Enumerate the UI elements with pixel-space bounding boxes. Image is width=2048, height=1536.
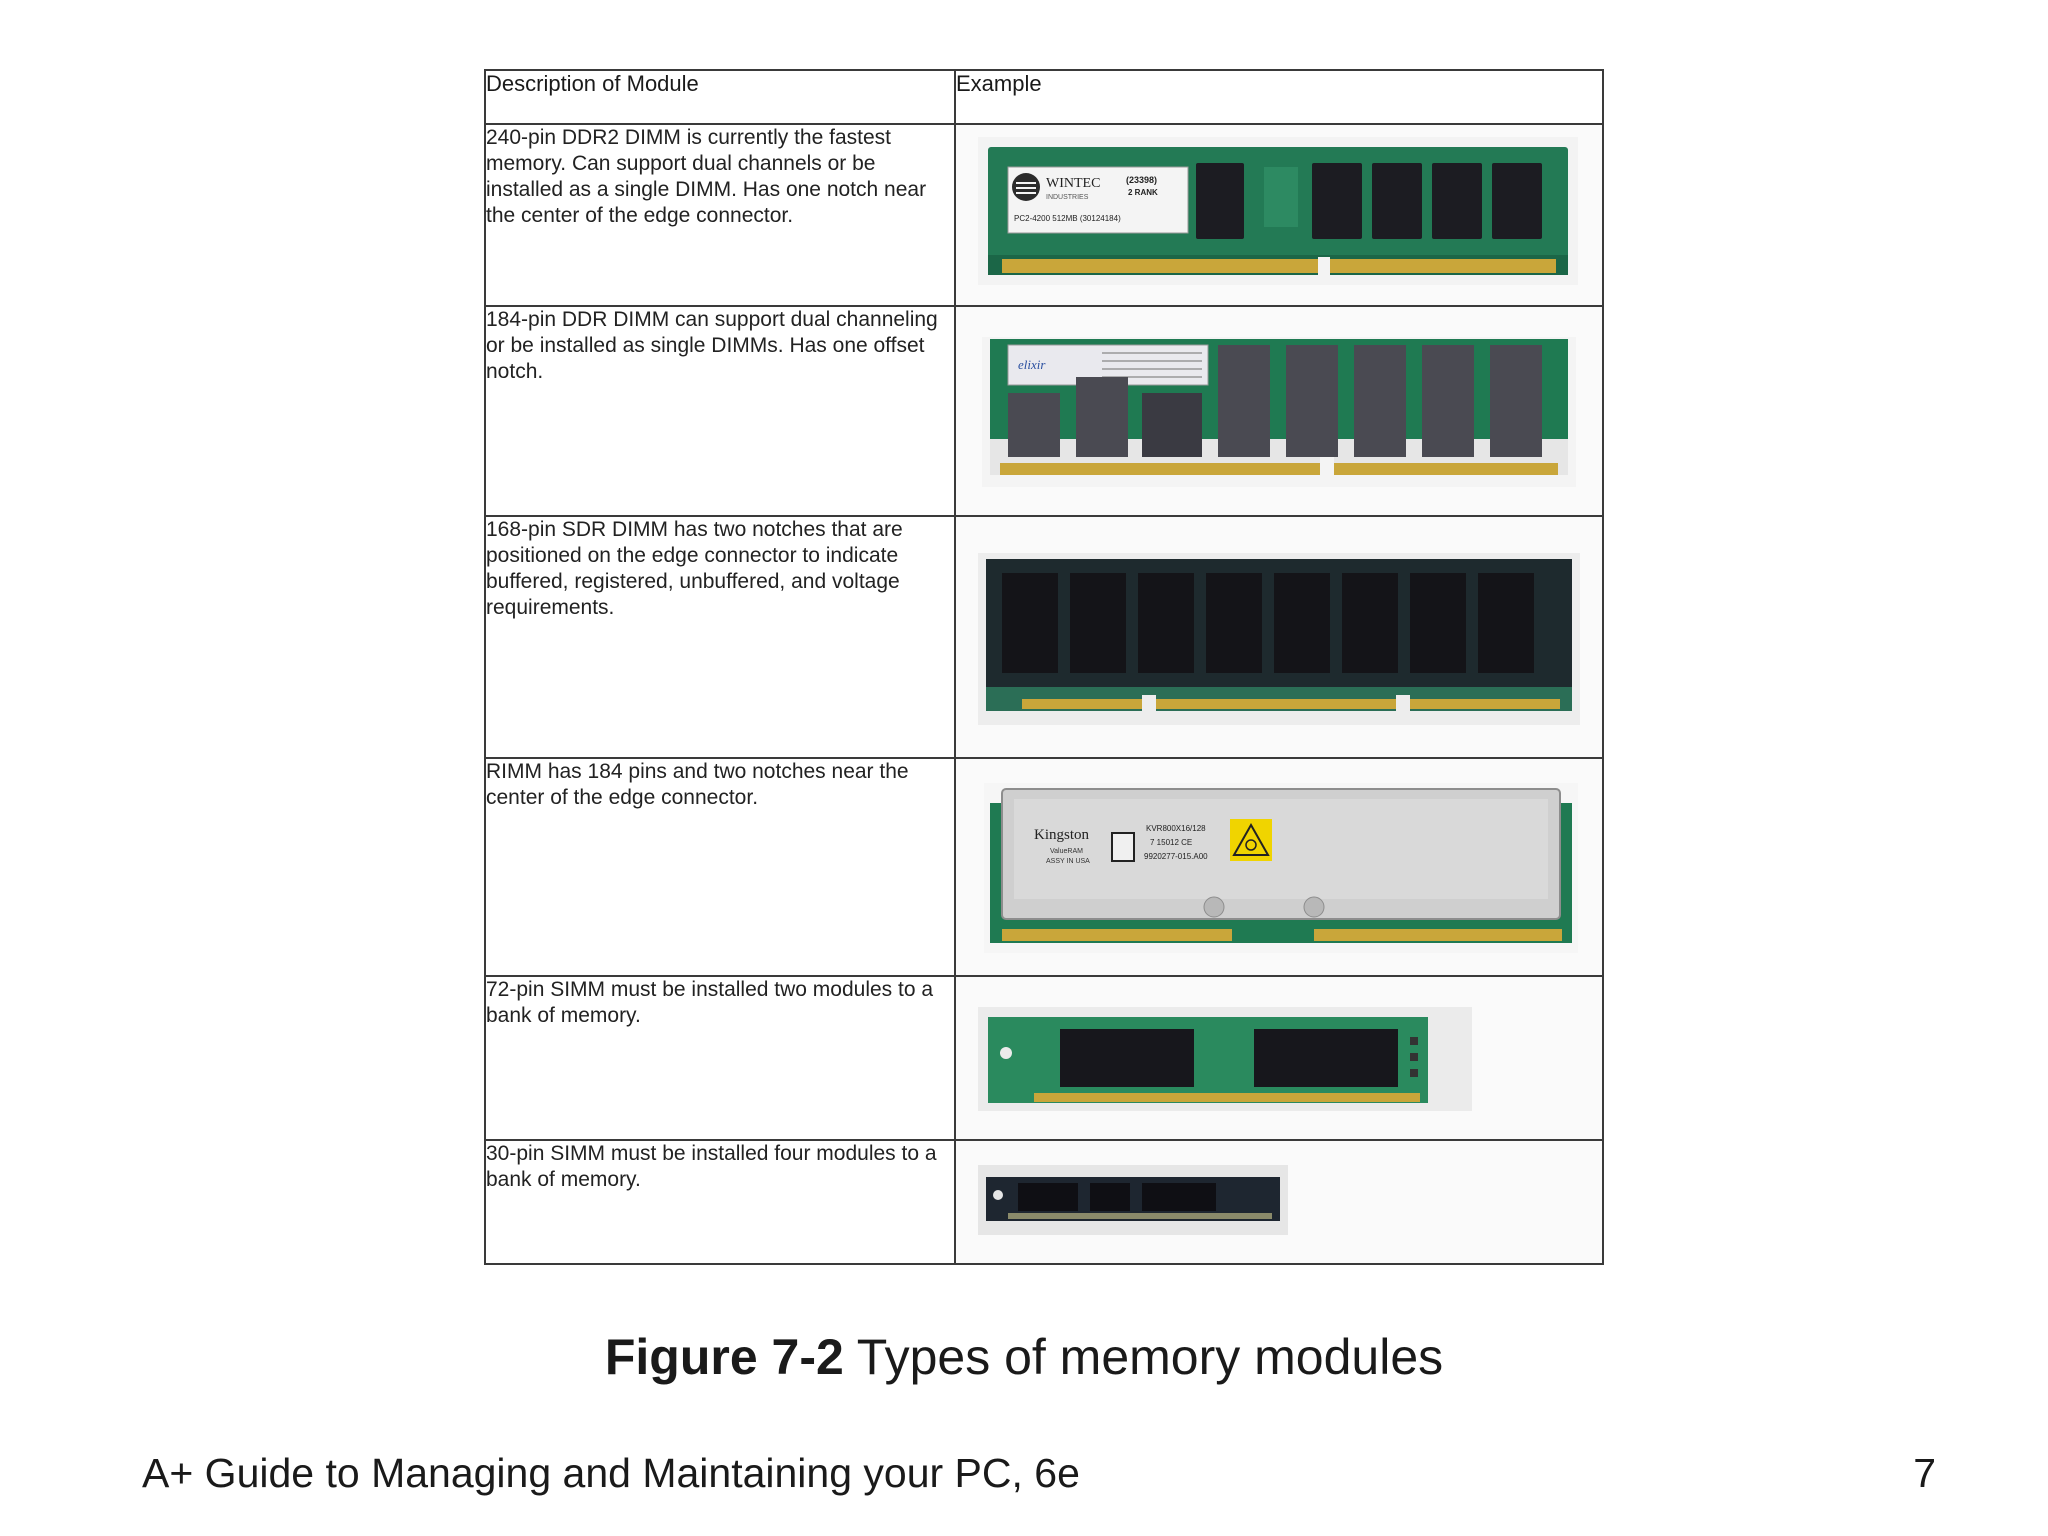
figure-title: Types of memory modules <box>843 1329 1444 1385</box>
table-row: RIMM has 184 pins and two notches near t… <box>484 757 1604 977</box>
ddr-dimm-image: elixir <box>982 337 1576 487</box>
rimm-label-part: KVR800X16/128 <box>1146 824 1206 833</box>
memory-module-table: Description of Module Example 240-pin DD… <box>484 69 1604 1265</box>
figure-number: Figure 7-2 <box>604 1329 844 1385</box>
module-example-cell: WINTEC INDUSTRIES (23398) 2 RANK PC2-420… <box>954 123 1604 307</box>
table-row: 72-pin SIMM must be installed two module… <box>484 975 1604 1141</box>
module-description: RIMM has 184 pins and two notches near t… <box>484 757 956 977</box>
simm30-image <box>978 1165 1288 1235</box>
module-example-cell: elixir <box>954 305 1604 517</box>
header-description: Description of Module <box>484 69 956 125</box>
ddr2-label-part: PC2-4200 512MB (30124184) <box>1014 214 1121 223</box>
table-row: 240-pin DDR2 DIMM is currently the faste… <box>484 123 1604 307</box>
module-description: 30-pin SIMM must be installed four modul… <box>484 1139 956 1265</box>
sdr-dimm-image <box>978 553 1580 725</box>
rimm-label-sub2: ASSY IN USA <box>1046 858 1090 865</box>
table-header-row: Description of Module Example <box>484 69 1604 125</box>
table-row: 168-pin SDR DIMM has two notches that ar… <box>484 515 1604 759</box>
module-example-cell <box>954 515 1604 759</box>
footer-book-title: A+ Guide to Managing and Maintaining you… <box>142 1450 1080 1496</box>
footer-page-number: 7 <box>1913 1450 1936 1496</box>
figure-caption: Figure 7-2 Types of memory modules <box>0 1328 2048 1386</box>
ddr2-label-brand: WINTEC <box>1046 176 1100 191</box>
rimm-label-sub1: ValueRAM <box>1050 848 1083 855</box>
rimm-image: Kingston ValueRAM ASSY IN USA KVR800X16/… <box>984 783 1578 953</box>
rimm-label-assy: 9920277-015.A00 <box>1144 852 1208 861</box>
module-example-cell <box>954 975 1604 1141</box>
module-description: 168-pin SDR DIMM has two notches that ar… <box>484 515 956 759</box>
table-row: 184-pin DDR DIMM can support dual channe… <box>484 305 1604 517</box>
ddr-label-brand: elixir <box>1018 357 1046 372</box>
ddr2-label-rank: 2 RANK <box>1128 188 1158 197</box>
simm72-image <box>978 1007 1472 1111</box>
ddr2-label-code: (23398) <box>1126 175 1157 185</box>
rimm-label-brand: Kingston <box>1034 827 1090 843</box>
module-description: 72-pin SIMM must be installed two module… <box>484 975 956 1141</box>
ddr2-label-sub: INDUSTRIES <box>1046 194 1089 201</box>
ddr2-dimm-image: WINTEC INDUSTRIES (23398) 2 RANK PC2-420… <box>978 137 1578 285</box>
table-row: 30-pin SIMM must be installed four modul… <box>484 1139 1604 1265</box>
header-example: Example <box>954 69 1604 125</box>
module-example-cell: Kingston ValueRAM ASSY IN USA KVR800X16/… <box>954 757 1604 977</box>
module-description: 184-pin DDR DIMM can support dual channe… <box>484 305 956 517</box>
module-example-cell <box>954 1139 1604 1265</box>
rimm-label-code: 7 15012 CE <box>1150 838 1192 847</box>
module-description: 240-pin DDR2 DIMM is currently the faste… <box>484 123 956 307</box>
